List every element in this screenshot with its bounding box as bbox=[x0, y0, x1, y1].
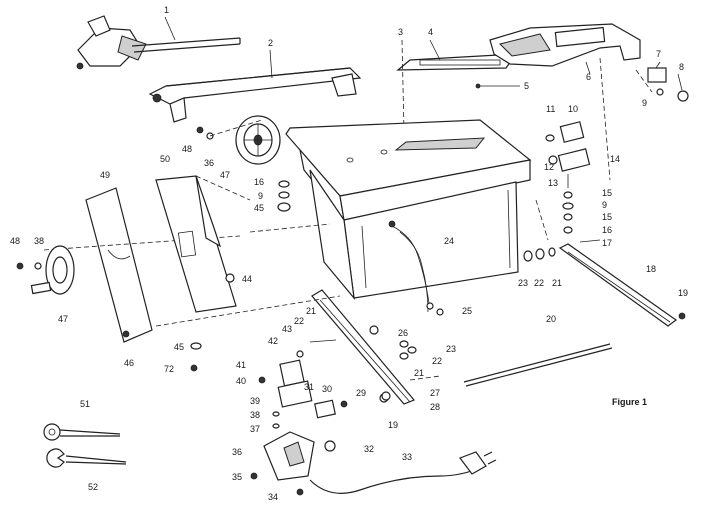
label-part-39: 39 bbox=[250, 396, 260, 406]
label-part-21c: 21 bbox=[306, 306, 316, 316]
label-part-38a: 38 bbox=[250, 410, 260, 420]
figure-caption: Figure 1 bbox=[612, 397, 647, 407]
label-part-9a: 9 bbox=[642, 98, 647, 108]
label-part-47a: 47 bbox=[220, 170, 230, 180]
label-part-22b: 22 bbox=[432, 356, 442, 366]
label-part-31a: 31 bbox=[304, 382, 314, 392]
label-part-43: 43 bbox=[282, 324, 292, 334]
misc-fasteners bbox=[122, 330, 391, 401]
label-part-20: 20 bbox=[546, 314, 556, 324]
label-part-15a: 15 bbox=[602, 188, 612, 198]
label-part-9b: 9 bbox=[602, 200, 607, 210]
label-part-3: 3 bbox=[398, 27, 403, 37]
label-part-36b: 36 bbox=[204, 158, 214, 168]
label-part-30: 30 bbox=[322, 384, 332, 394]
label-part-46: 46 bbox=[124, 358, 134, 368]
wrench-52 bbox=[46, 448, 127, 468]
label-part-22a: 22 bbox=[534, 278, 544, 288]
rail-18 bbox=[558, 243, 686, 327]
label-part-5: 5 bbox=[524, 81, 529, 91]
label-part-33: 33 bbox=[402, 452, 412, 462]
label-part-12: 12 bbox=[544, 162, 554, 172]
label-part-22c: 22 bbox=[294, 316, 304, 326]
miter-gauge bbox=[76, 15, 241, 70]
label-part-7: 7 bbox=[656, 49, 661, 59]
crank-handwheel bbox=[16, 245, 75, 295]
label-part-37: 37 bbox=[250, 424, 260, 434]
label-part-29: 29 bbox=[356, 388, 366, 398]
motor-cord bbox=[388, 220, 444, 316]
part-labels: 1 2 3 4 5 6 7 8 9 10 11 12 13 14 15 9 15… bbox=[10, 5, 688, 502]
label-part-21b: 21 bbox=[414, 368, 424, 378]
label-part-9c: 9 bbox=[258, 191, 263, 201]
label-part-35: 35 bbox=[232, 472, 242, 482]
label-part-49: 49 bbox=[100, 170, 110, 180]
label-part-52: 52 bbox=[88, 482, 98, 492]
switch-assembly bbox=[258, 339, 348, 429]
handwheel-top bbox=[235, 115, 281, 165]
label-part-19a: 19 bbox=[678, 288, 688, 298]
anti-kickback-parts bbox=[635, 61, 689, 102]
label-part-6: 6 bbox=[586, 72, 591, 82]
label-part-44: 44 bbox=[242, 274, 252, 284]
label-part-41: 41 bbox=[236, 360, 246, 370]
label-part-24: 24 bbox=[444, 236, 454, 246]
label-part-10: 10 bbox=[568, 104, 578, 114]
label-part-19b: 19 bbox=[388, 420, 398, 430]
label-part-45b: 45 bbox=[174, 342, 184, 352]
label-part-51: 51 bbox=[80, 399, 90, 409]
bolt-48-36 bbox=[196, 126, 214, 140]
label-part-2: 2 bbox=[268, 38, 273, 48]
washers-center bbox=[399, 340, 417, 360]
label-part-47b: 47 bbox=[58, 314, 68, 324]
label-part-45a: 45 bbox=[254, 203, 264, 213]
label-part-16a: 16 bbox=[602, 225, 612, 235]
label-part-8: 8 bbox=[679, 62, 684, 72]
blade-guard bbox=[489, 23, 641, 181]
rod-20 bbox=[463, 343, 613, 387]
label-part-16b: 16 bbox=[254, 177, 264, 187]
label-part-21a: 21 bbox=[552, 278, 562, 288]
washer-stack-left bbox=[277, 180, 291, 212]
washers-right bbox=[523, 247, 556, 262]
label-part-14: 14 bbox=[610, 154, 620, 164]
label-part-17: 17 bbox=[602, 238, 612, 248]
label-part-13: 13 bbox=[548, 178, 558, 188]
side-panel bbox=[155, 175, 251, 313]
saw-table-body bbox=[285, 119, 532, 300]
label-part-18: 18 bbox=[646, 264, 656, 274]
label-part-26: 26 bbox=[398, 328, 408, 338]
label-part-72: 72 bbox=[164, 364, 174, 374]
rip-fence bbox=[148, 49, 362, 123]
label-part-1: 1 bbox=[164, 5, 169, 15]
label-part-48b: 48 bbox=[10, 236, 20, 246]
label-part-23b: 23 bbox=[446, 344, 456, 354]
wrench-51 bbox=[43, 423, 121, 441]
label-part-42: 42 bbox=[268, 336, 278, 346]
label-part-25: 25 bbox=[462, 306, 472, 316]
alignment-lines bbox=[155, 119, 549, 381]
label-part-34: 34 bbox=[268, 492, 278, 502]
table-insert bbox=[396, 39, 520, 133]
label-part-48a: 48 bbox=[182, 144, 192, 154]
label-part-15b: 15 bbox=[602, 212, 612, 222]
label-part-50: 50 bbox=[160, 154, 170, 164]
label-part-38b: 38 bbox=[34, 236, 44, 246]
miter-rail bbox=[311, 289, 415, 405]
label-part-4: 4 bbox=[428, 27, 433, 37]
label-part-23a: 23 bbox=[518, 278, 528, 288]
label-part-36: 36 bbox=[232, 447, 242, 457]
switch-box bbox=[250, 431, 336, 496]
label-part-11: 11 bbox=[546, 104, 555, 114]
arbor-parts bbox=[545, 121, 601, 243]
power-cord bbox=[309, 451, 497, 494]
knob-44 bbox=[225, 273, 235, 283]
label-part-27: 27 bbox=[430, 388, 440, 398]
label-part-40: 40 bbox=[236, 376, 246, 386]
label-part-28: 28 bbox=[430, 402, 440, 412]
label-part-32: 32 bbox=[364, 444, 374, 454]
